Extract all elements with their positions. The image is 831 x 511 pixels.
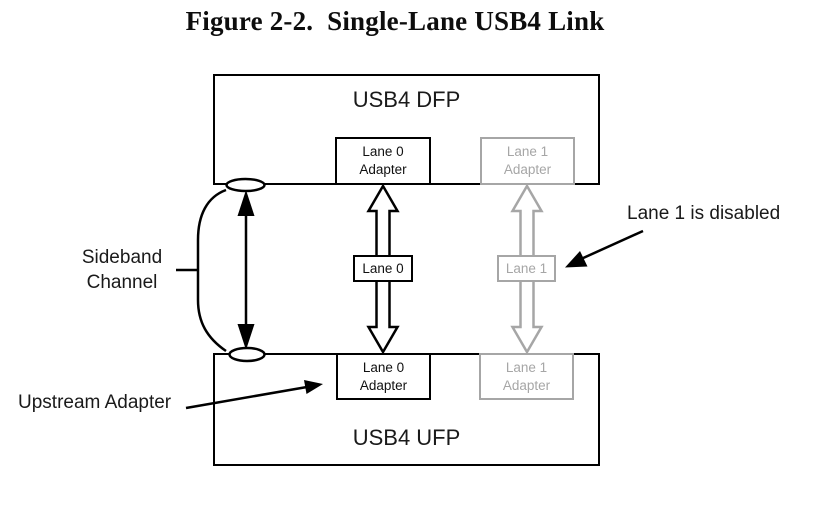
ufp-lane1-adapter-box: Lane 1 Adapter xyxy=(479,353,574,400)
dfp-lane1-adapter-label-line1: Lane 1 xyxy=(506,144,549,159)
sideband-channel-label-line1: Sideband xyxy=(81,247,163,268)
dfp-lane0-adapter-label-line2: Adapter xyxy=(359,162,407,177)
lane1-disabled-pointer-shaft xyxy=(580,229,644,261)
sideband-channel-label-line2: Channel xyxy=(86,272,158,293)
sideband-arrow-up-head-icon xyxy=(237,190,255,216)
dfp-lane1-adapter-label-line2: Adapter xyxy=(503,162,552,177)
sideband-arrow-down-head-icon xyxy=(237,324,255,350)
ufp-lane0-adapter-label-line1: Lane 0 xyxy=(362,359,405,375)
upstream-adapter-label: Upstream Adapter xyxy=(18,392,172,413)
ufp-lane0-adapter-box: Lane 0 Adapter xyxy=(336,353,431,400)
ufp-lane1-adapter-label-line1: Lane 1 xyxy=(505,359,548,375)
lane1-disabled-pointer-head-icon xyxy=(565,251,588,268)
lane1-disabled-label: Lane 1 is disabled xyxy=(627,203,781,224)
ufp-lane1-adapter-label-line2: Adapter xyxy=(502,377,551,393)
ufp-lane0-adapter-label-line2: Adapter xyxy=(359,377,408,393)
lane0-link-label-chip: Lane 0 xyxy=(353,255,413,282)
usb4-dfp-label: USB4 DFP xyxy=(352,87,461,112)
usb4-ufp-label: USB4 UFP xyxy=(352,425,461,450)
dfp-lane0-adapter-label-line1: Lane 0 xyxy=(362,144,404,159)
dfp-lane1-adapter-box: Lane 1 Adapter xyxy=(480,137,575,185)
sideband-channel-label: Sideband Channel xyxy=(72,245,172,295)
lane0-link-label: Lane 0 xyxy=(362,261,404,276)
sideband-brace xyxy=(196,188,227,353)
lane1-link-label-chip: Lane 1 xyxy=(497,255,556,282)
lane1-link-label: Lane 1 xyxy=(505,261,548,276)
dfp-lane0-adapter-box: Lane 0 Adapter xyxy=(335,137,431,185)
figure-title: Figure 2-2. Single-Lane USB4 Link xyxy=(185,6,605,36)
